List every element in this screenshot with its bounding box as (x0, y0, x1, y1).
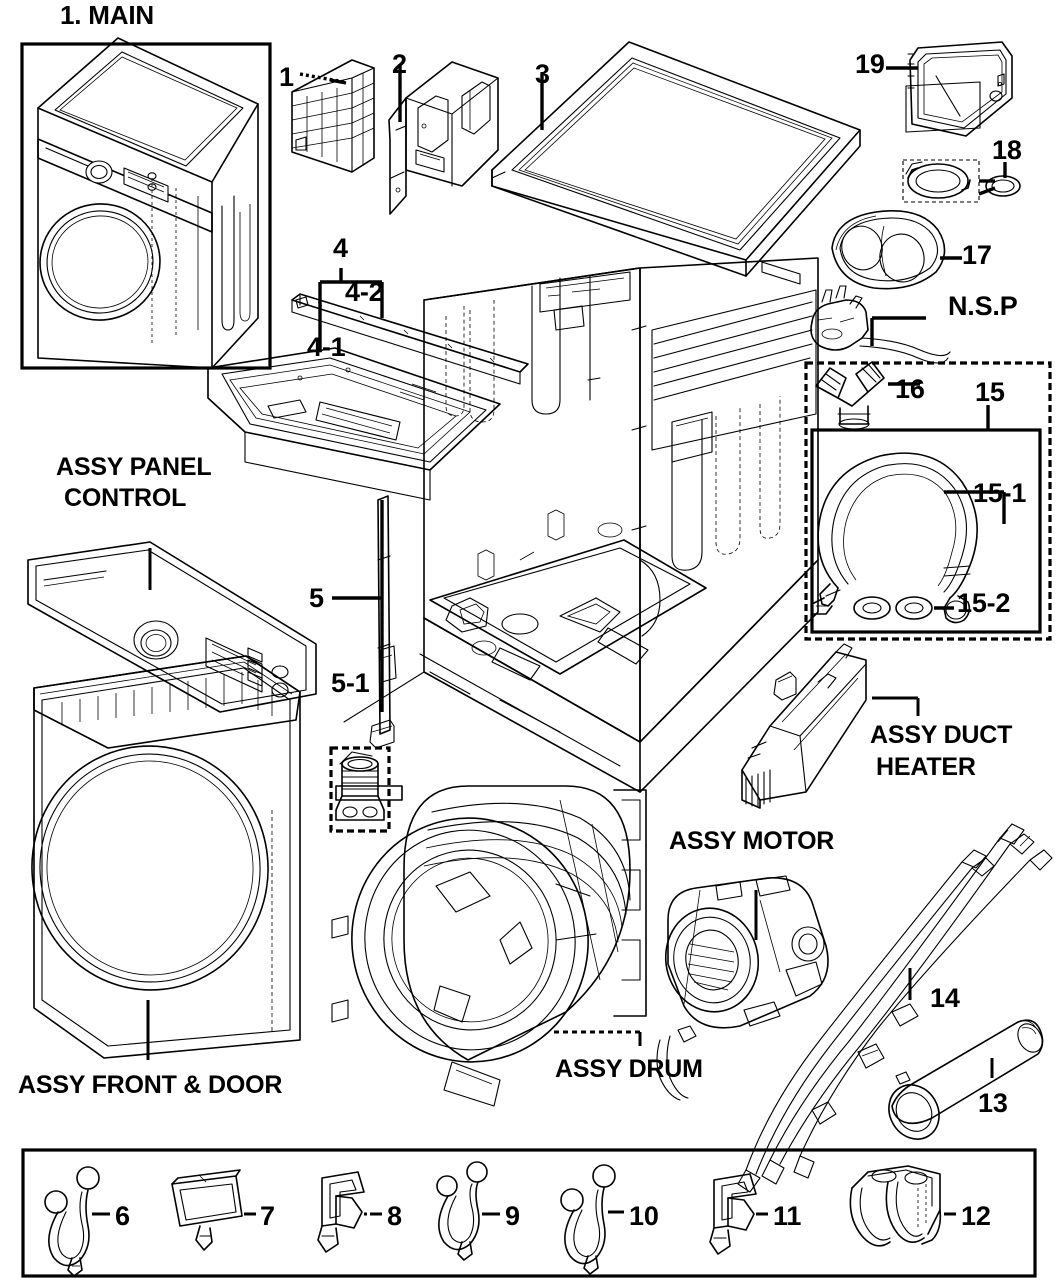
assy-panel-control-illustration (27, 541, 317, 713)
assy-drum-illustration (331, 785, 647, 1107)
callout-14: 14 (930, 983, 960, 1013)
callout-4-2: 4-2 (345, 277, 384, 307)
part-11-edge-clamp (709, 1173, 768, 1255)
callout-6: 6 (115, 1201, 130, 1231)
part-15-1-inlet-hose (811, 452, 1006, 624)
callout-4-1: 4-1 (307, 332, 346, 362)
callout-9: 9 (505, 1201, 520, 1231)
callout-8: 8 (387, 1201, 402, 1231)
part-3-top-cover-plate (491, 41, 861, 277)
part-9-wire-clip (436, 1161, 500, 1261)
callout-7: 7 (260, 1201, 275, 1231)
callout-15: 15 (975, 377, 1005, 407)
callout-17: 17 (962, 240, 992, 270)
part-10-wire-clip (560, 1164, 624, 1275)
callout-11: 11 (773, 1201, 802, 1231)
assy-front-and-door-illustration (31, 655, 301, 1060)
callout-12: 12 (961, 1201, 991, 1231)
power-cord-nsp (810, 285, 951, 364)
callout-15-1: 15-1 (973, 478, 1027, 508)
callout-16: 16 (895, 374, 925, 404)
part-5-leg-and-foot (329, 495, 397, 833)
callout-5: 5 (309, 583, 324, 613)
callout-nsp: N.S.P (948, 291, 1018, 321)
callout-10: 10 (629, 1201, 659, 1231)
part-15-2-hose-washers (853, 596, 954, 620)
part-4-support-bars (207, 268, 529, 501)
assy-duct-heater-line2: HEATER (876, 753, 976, 781)
clips-panel (21, 1148, 1037, 1278)
hero-dryer-illustration (37, 37, 259, 369)
assy-panel-control-line2: CONTROL (64, 484, 187, 512)
assy-front-and-door: ASSY FRONT & DOOR (18, 1071, 283, 1099)
callout-1: 1 (279, 62, 294, 92)
part-18-door-seal-gasket (902, 159, 1021, 203)
callout-5-1: 5-1 (331, 668, 370, 698)
part-15-hose-kit (804, 361, 1052, 641)
callout-3: 3 (535, 59, 550, 89)
callout-18: 18 (992, 135, 1022, 165)
leveling-foot-detail-drawing (335, 756, 385, 821)
part-6-wire-clip (44, 1166, 110, 1277)
part-17-duct-gasket-ring (831, 210, 962, 290)
part-16-y-connector (815, 361, 920, 430)
assy-motor: ASSY MOTOR (669, 827, 835, 855)
main-cabinet-chassis (343, 257, 819, 793)
callout-19: 19 (855, 49, 885, 79)
callout-13: 13 (978, 1088, 1008, 1118)
callout-15-2: 15-2 (957, 588, 1011, 618)
assy-duct-heater-illustration (741, 643, 920, 809)
assy-drum: ASSY DRUM (555, 1055, 703, 1083)
assy-duct-heater-line1: ASSY DUCT (870, 721, 1013, 749)
hero-appliance-panel (20, 37, 272, 370)
part-2-duct-bracket (388, 61, 499, 215)
page-title: 1. MAIN (60, 0, 154, 30)
part-19-control-faceplate (886, 41, 1013, 137)
assy-motor-illustration (664, 875, 829, 1029)
part-14-wire-harness (656, 823, 1053, 1193)
assy-panel-control-line1: ASSY PANEL (56, 453, 212, 481)
part-8-edge-clamp (317, 1171, 382, 1253)
callout-2: 2 (392, 49, 407, 79)
part-12-harness-saddle-clamp (849, 1165, 956, 1247)
part-1-air-filter-grille (291, 59, 375, 173)
part-7-flat-cable-holder (171, 1169, 256, 1251)
part-13-exhaust-duct-tube (888, 1019, 1044, 1140)
callout-4: 4 (333, 233, 348, 263)
